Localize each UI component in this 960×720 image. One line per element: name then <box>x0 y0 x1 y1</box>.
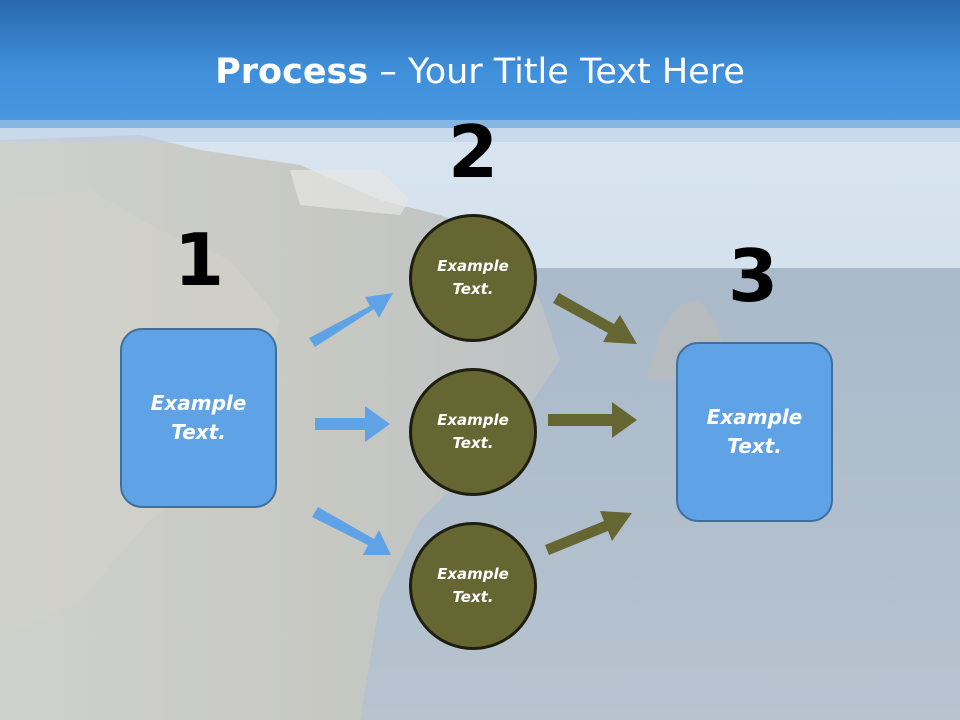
title-bold: Process <box>215 52 369 92</box>
step-number-3: 3 <box>727 234 779 318</box>
circle-top-text: Example Text. <box>437 256 509 298</box>
title-rest: – Your Title Text Here <box>368 52 745 92</box>
right-box: Example Text. <box>676 342 833 522</box>
circle-middle-text: Example Text. <box>437 410 509 452</box>
step-number-2: 2 <box>447 110 499 194</box>
left-box-text: Example Text. <box>150 391 247 444</box>
step-number-1: 1 <box>173 218 225 302</box>
circle-bottom: Example Text. <box>409 522 537 650</box>
left-box: Example Text. <box>120 328 277 508</box>
circle-bottom-text: Example Text. <box>437 564 509 606</box>
slide-title: Process – Your Title Text Here <box>0 52 960 92</box>
circle-top: Example Text. <box>409 214 537 342</box>
circle-middle: Example Text. <box>409 368 537 496</box>
right-box-text: Example Text. <box>706 405 803 458</box>
